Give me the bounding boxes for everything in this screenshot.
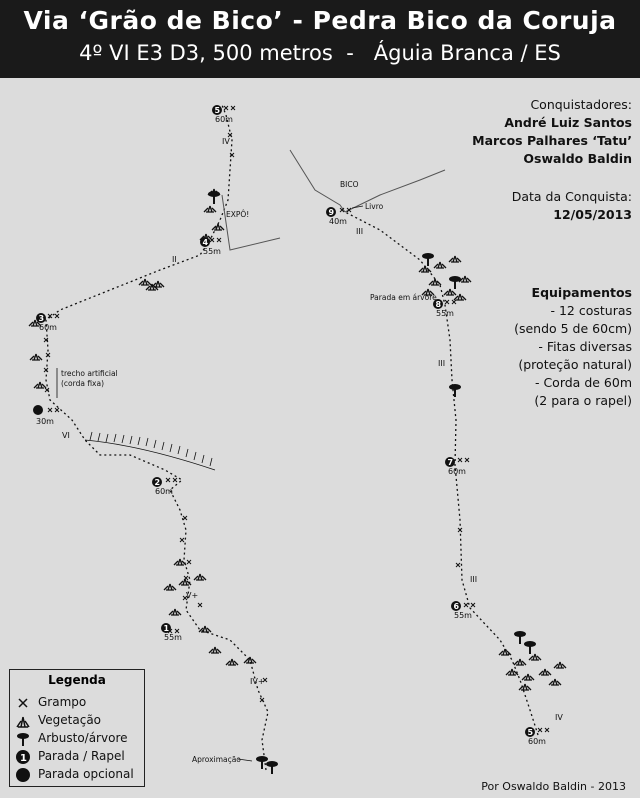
svg-text:8: 8 <box>436 300 442 309</box>
grade-label: III <box>438 359 445 368</box>
equipment-item: (sendo 5 de 60cm) <box>514 321 632 336</box>
optional-belay-marker <box>33 405 43 415</box>
approach-label: Aproximação <box>192 755 241 764</box>
optional-belay-length: 30m <box>36 417 54 426</box>
svg-text:4: 4 <box>203 238 209 247</box>
equipment-item: - Fitas diversas <box>538 339 632 354</box>
conquistador-name: Oswaldo Baldin <box>523 151 632 166</box>
grade-label: III <box>470 575 477 584</box>
svg-text:60m: 60m <box>39 323 57 332</box>
legend-item-optional-belay: Parada opcional <box>38 767 134 781</box>
grade-label: II <box>172 255 177 264</box>
exposed-label: EXPÔ! <box>226 210 249 219</box>
svg-text:40m: 40m <box>329 217 347 226</box>
tree-icon <box>17 733 29 746</box>
overhang-hatching <box>84 431 216 471</box>
svg-text:6: 6 <box>454 602 460 611</box>
route-right-path <box>344 211 539 736</box>
date-block: Data da Conquista: 12/05/2013 <box>512 188 632 224</box>
conquistador-name: Marcos Palhares ‘Tatu’ <box>472 133 632 148</box>
vegetation-left <box>28 188 257 666</box>
conquistadores-heading: Conquistadores: <box>530 97 632 112</box>
equipment-item: (2 para o rapel) <box>534 393 632 408</box>
svg-text:55m: 55m <box>436 309 454 318</box>
svg-text:1: 1 <box>164 624 170 633</box>
legend-title: Legenda <box>48 673 106 687</box>
author-credit: Por Oswaldo Baldin - 2013 <box>481 780 626 793</box>
equipment-heading: Equipamentos <box>531 285 632 300</box>
artificial-label: trecho artificial <box>61 369 118 378</box>
bico-rock-outline <box>289 149 446 213</box>
vegetation-icon <box>16 716 30 728</box>
legend-item-tree: Arbusto/árvore <box>38 731 128 745</box>
grade-label: IV <box>222 137 230 146</box>
svg-text:60m: 60m <box>448 467 466 476</box>
route-left-path <box>45 104 269 771</box>
legend-item-vegetation: Vegetação <box>38 713 102 727</box>
svg-text:55m: 55m <box>454 611 472 620</box>
svg-text:2: 2 <box>155 478 161 487</box>
livro-label: Livro <box>365 202 384 211</box>
grade-label: III <box>356 227 363 236</box>
bolt-icon <box>18 698 28 708</box>
tree-belay-label: Parada em árvore <box>370 293 437 302</box>
header-banner: Via ‘Grão de Bico’ - Pedra Bico da Coruj… <box>0 0 640 78</box>
equipment-item: - 12 costuras <box>550 303 632 318</box>
grade-label: IV <box>555 713 563 722</box>
equipment-item: (proteção natural) <box>518 357 632 372</box>
page-title: Via ‘Grão de Bico’ - Pedra Bico da Coruj… <box>23 6 617 35</box>
svg-text:5: 5 <box>215 106 221 115</box>
legend-item-bolt: Grampo <box>38 695 87 709</box>
conquistadores-block: Conquistadores: André Luiz Santos Marcos… <box>472 96 632 168</box>
bico-label: BICO <box>340 180 359 189</box>
svg-text:55m: 55m <box>203 247 221 256</box>
svg-text:5: 5 <box>528 728 534 737</box>
artificial-label-2: (corda fixa) <box>61 379 104 388</box>
equipment-item: - Corda de 60m <box>534 375 632 390</box>
grade-label: VI <box>62 431 70 440</box>
grade-label: IV+ <box>250 677 265 686</box>
svg-text:55m: 55m <box>164 633 182 642</box>
bolts-left <box>43 105 268 703</box>
svg-text:60m: 60m <box>528 737 546 746</box>
svg-text:60m: 60m <box>155 487 173 496</box>
page-subtitle: 4º VI E3 D3, 500 metros - Águia Branca /… <box>79 41 561 65</box>
belay-icon: 1 <box>16 750 30 764</box>
date-heading: Data da Conquista: <box>511 189 632 204</box>
svg-text:3: 3 <box>39 314 45 323</box>
legend-item-belay: Parada / Rapel <box>38 749 125 763</box>
date-value: 12/05/2013 <box>553 207 632 222</box>
svg-text:7: 7 <box>448 458 454 467</box>
conquistador-name: André Luiz Santos <box>504 115 632 130</box>
legend-box: Legenda Grampo Vegetação Arbusto/árvore … <box>9 669 145 787</box>
svg-text:9: 9 <box>329 208 335 217</box>
optional-belay-icon <box>16 768 30 782</box>
svg-text:1: 1 <box>20 753 27 764</box>
equipment-block: Equipamentos - 12 costuras (sendo 5 de 6… <box>514 284 632 410</box>
svg-text:60m: 60m <box>215 115 233 124</box>
grade-label: V+ <box>186 591 198 600</box>
ledge-outline <box>221 194 281 251</box>
